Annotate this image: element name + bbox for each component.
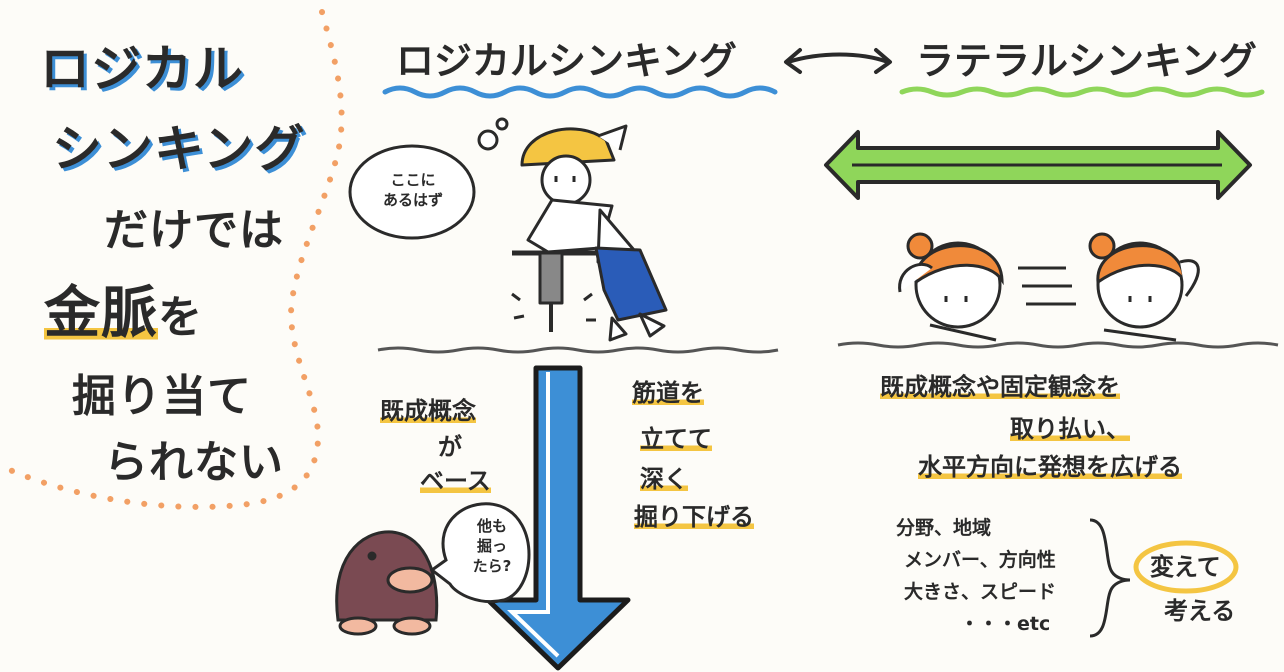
title-line-logical: ロジカル (40, 40, 244, 98)
label-change: 変えて (1150, 553, 1221, 581)
title-word-gold-vein: 金脈 (44, 281, 158, 346)
list-etc: ・・・etc (960, 613, 1051, 635)
thought-line-1: ここに (390, 171, 436, 189)
title-line-dakedeha: だけでは (104, 205, 284, 256)
title-line-rarenai: られない (104, 437, 284, 488)
thought-bubble-text: ここに あるはず (378, 170, 448, 210)
label-remove-fixed-ideas: 既成概念や固定観念を (880, 372, 1120, 402)
label-logical-path: 筋道を (632, 378, 704, 408)
logical-thinking-header: ロジカルシンキング (396, 39, 737, 83)
highlight-oval (1133, 540, 1239, 594)
title-line-thinking: シンキング (52, 120, 306, 178)
title-line-horiatete: 掘り当て (72, 371, 252, 422)
thought-line-2: あるはず (382, 191, 443, 209)
worker-illustration (511, 124, 668, 342)
curly-brace-icon (1089, 518, 1131, 638)
title-particle-wo: を (158, 292, 203, 343)
lateral-header-underline (899, 86, 1265, 98)
horizontal-double-arrow-icon (824, 130, 1252, 200)
label-set-up: 立てて (640, 424, 712, 454)
label-deep: 深く (640, 464, 688, 494)
double-arrow-icon (784, 48, 892, 74)
label-established-concept: 既成概念 (380, 396, 476, 426)
list-member-direction: メンバー、方向性 (904, 549, 1056, 571)
label-ga: が (438, 433, 462, 461)
ground-line-left (377, 346, 779, 354)
people-illustration (898, 232, 1200, 342)
mole-speech-bubble-shape (429, 502, 531, 603)
down-arrow-icon (485, 365, 631, 671)
label-expand-horizontally: 水平方向に発想を広げる (918, 452, 1182, 482)
list-size-speed: 大きさ、スピード (904, 581, 1057, 603)
mole-line-3: たら? (472, 557, 512, 575)
logical-header-underline (382, 85, 778, 99)
label-base: ベース (420, 466, 491, 496)
mole-illustration (335, 530, 439, 636)
dotted-divider-curve (7, 9, 345, 510)
list-field-region: 分野、地域 (896, 517, 992, 539)
mole-bubble-text: 他も 掘っ たら? (462, 516, 522, 576)
lateral-thinking-header: ラテラルシンキング (916, 39, 1257, 83)
ground-line-right (837, 341, 1279, 349)
thought-bubble-shape (348, 117, 509, 240)
label-think: 考える (1164, 597, 1236, 625)
label-remove: 取り払い、 (1010, 414, 1130, 444)
label-dig-down: 掘り下げる (634, 502, 754, 532)
mole-line-2: 掘っ (476, 537, 507, 555)
mole-line-1: 他も (476, 517, 507, 535)
